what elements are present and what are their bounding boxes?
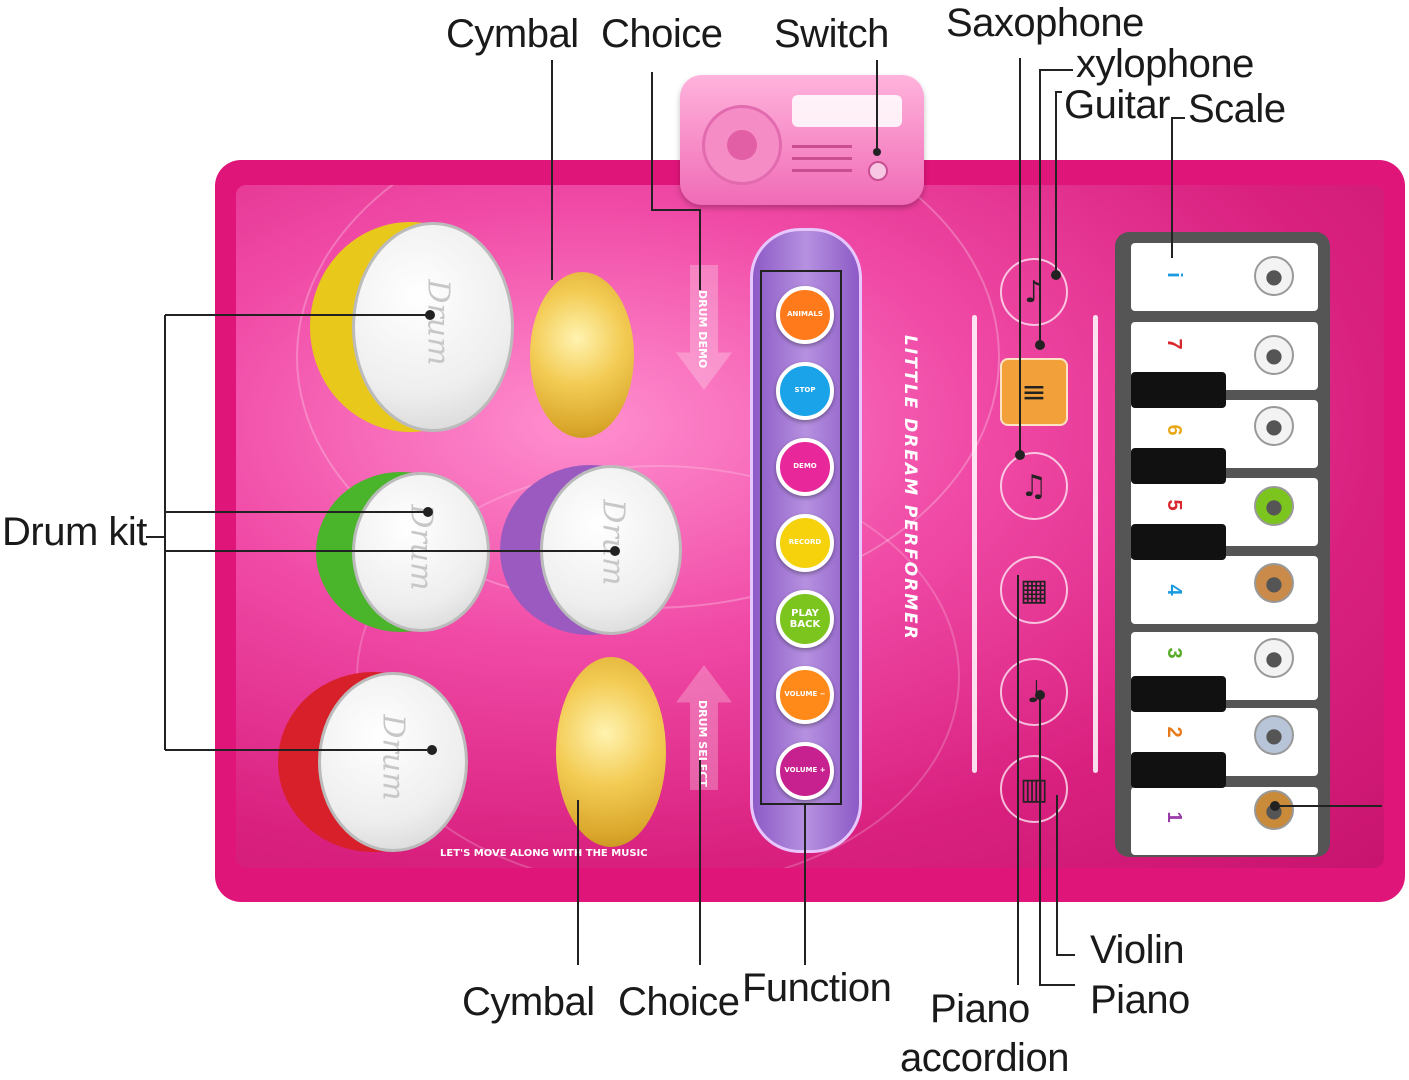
callout-cymbal-top: Cymbal — [446, 12, 579, 56]
callout-xylophone: xylophone — [1076, 42, 1254, 86]
piano-icon[interactable]: ▥ — [1000, 755, 1068, 823]
volume-down-button-label: VOLUME − — [784, 690, 826, 699]
stop-button[interactable]: STOP — [776, 362, 834, 420]
record-button[interactable]: RECORD — [776, 514, 834, 572]
stop-button-label: STOP — [794, 386, 816, 395]
callout-piano-accordion-line2: accordion — [900, 1036, 1069, 1080]
callout-scale: Scale — [1188, 87, 1286, 131]
decor-arc — [356, 465, 960, 868]
callout-violin: Violin — [1090, 928, 1185, 972]
play-back-button-label: PLAY BACK — [789, 608, 821, 630]
callout-piano: Piano — [1090, 978, 1190, 1022]
leader-scale — [1171, 117, 1185, 258]
volume-up-button-label: VOLUME + — [784, 766, 826, 775]
function-frame — [760, 270, 842, 805]
black-key[interactable] — [1131, 752, 1226, 788]
cow-icon: ● — [1254, 406, 1294, 446]
instrument-rail — [1093, 315, 1098, 773]
guitar-icon[interactable]: ♪ — [1000, 258, 1068, 326]
brand-logo — [792, 95, 902, 127]
instrument-rail — [972, 315, 977, 773]
cymbal-top[interactable] — [530, 272, 634, 438]
xylophone-icon[interactable]: ≡ — [1000, 358, 1068, 426]
function-buttons: ANIMALS STOP DEMO RECORD PLAY BACK VOLUM… — [776, 286, 836, 806]
mat-footer: LET'S MOVE ALONG WITH THE MUSIC — [440, 848, 648, 859]
callout-choice-bottom: Choice — [618, 980, 740, 1024]
callout-saxophone: Saxophone — [946, 1, 1144, 45]
piano-accordion-icon[interactable]: ▦ — [1000, 556, 1068, 624]
elephant-icon: ● — [1254, 715, 1294, 755]
callout-guitar: Guitar — [1064, 83, 1170, 127]
volume-up-button[interactable]: VOLUME + — [776, 742, 834, 800]
leader-xylophone — [1039, 69, 1073, 345]
rooster-icon: ● — [1254, 638, 1294, 678]
callout-function: Function — [742, 966, 892, 1010]
callout-choice-top: Choice — [601, 12, 723, 56]
black-key[interactable] — [1131, 372, 1226, 408]
leader-violin — [1056, 795, 1075, 956]
drum-yellow-head[interactable] — [352, 222, 514, 432]
volume-down-button[interactable]: VOLUME − — [776, 666, 834, 724]
saxophone-icon[interactable]: ♫ — [1000, 452, 1068, 520]
drum-demo-label: DRUM DEMO — [696, 290, 709, 369]
cat-icon: ● — [1254, 256, 1294, 296]
leader-guitar — [1055, 91, 1062, 275]
cymbal-bottom[interactable] — [556, 657, 666, 847]
speaker-unit — [680, 75, 924, 205]
callout-drum-kit: Drum kit — [2, 510, 147, 554]
leader-piano — [1039, 695, 1075, 986]
leader-choice-top — [651, 72, 701, 290]
callout-piano-accordion-line1: Piano — [930, 987, 1030, 1031]
play-back-button[interactable]: PLAY BACK — [776, 590, 834, 648]
black-key[interactable] — [1131, 676, 1226, 712]
speaker-grille — [702, 105, 782, 185]
violin-icon[interactable]: ♩ — [1000, 658, 1068, 726]
callout-switch: Switch — [774, 12, 889, 56]
drum-red-head[interactable] — [318, 672, 468, 852]
frog-icon: ● — [1254, 486, 1294, 526]
black-key[interactable] — [1131, 448, 1226, 484]
animals-button-label: ANIMALS — [787, 310, 823, 319]
black-key[interactable] — [1131, 524, 1226, 560]
sheep-icon: ● — [1254, 335, 1294, 375]
callout-cymbal-bottom: Cymbal — [462, 980, 595, 1024]
record-button-label: RECORD — [788, 538, 822, 547]
mat-title: LITTLE DREAM PERFORMER — [900, 335, 920, 641]
power-switch[interactable] — [868, 161, 888, 181]
demo-button-label: DEMO — [793, 462, 817, 471]
demo-button[interactable]: DEMO — [776, 438, 834, 496]
monkey-icon: ● — [1254, 563, 1294, 603]
animals-button[interactable]: ANIMALS — [776, 286, 834, 344]
